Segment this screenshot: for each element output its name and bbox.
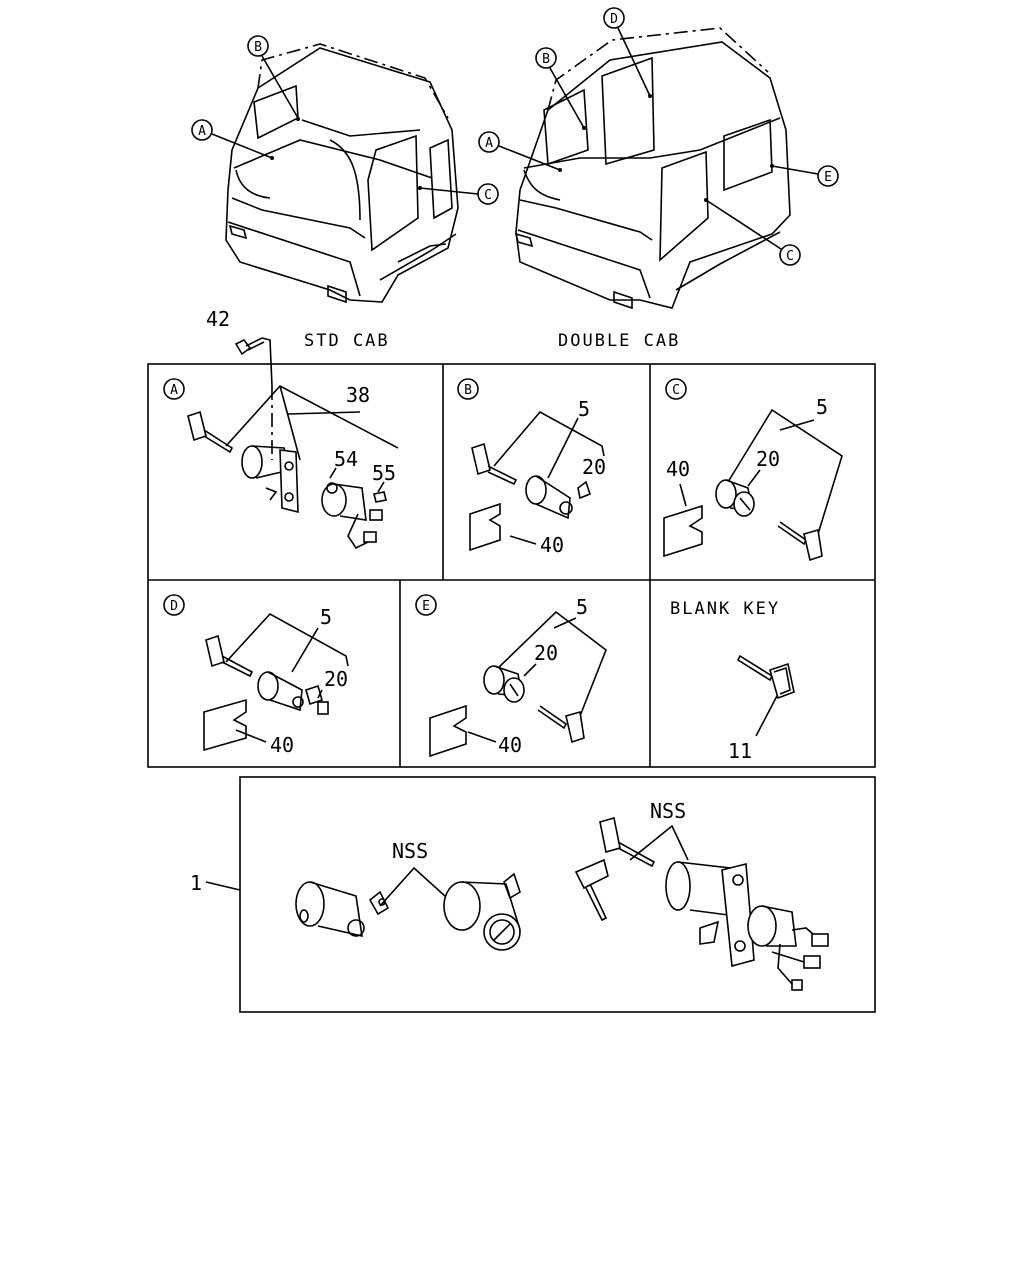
panel-a-label-55: 55 [372, 461, 396, 485]
kit-nss-left: NSS [392, 839, 428, 863]
std-callout-b: B [254, 40, 262, 55]
double-callout-b: B [542, 52, 550, 67]
bolt-42: 42 [206, 307, 273, 460]
bolt-label: 42 [206, 307, 230, 331]
std-cab-callouts: B A C [191, 35, 499, 205]
panel-b-letter: B [464, 383, 472, 398]
panel-blank-key: BLANK KEY 11 [670, 599, 795, 763]
panel-c-label-40: 40 [666, 457, 690, 481]
blank-key-label-11: 11 [728, 739, 752, 763]
panel-c-label-20: 20 [756, 447, 780, 471]
double-callout-a: A [485, 136, 493, 151]
panel-d-label-20: 20 [324, 667, 348, 691]
std-callout-a: A [198, 124, 206, 139]
std-cab-caption: STD CAB [304, 331, 390, 351]
panel-c-letter: C [672, 383, 680, 398]
double-cab-callouts: D B A E C [478, 7, 839, 266]
panel-d-letter: D [170, 599, 178, 614]
panel-a-letter: A [170, 383, 178, 398]
double-callout-e: E [824, 170, 832, 185]
kit-ref-label: 1 [190, 871, 202, 895]
panel-d: D 5 20 40 [163, 594, 349, 757]
panel-e-label-20: 20 [534, 641, 558, 665]
panel-b-label-40: 40 [540, 533, 564, 557]
double-cab-caption: DOUBLE CAB [558, 331, 680, 351]
panel-b: B 5 20 40 [457, 378, 606, 557]
panel-c: C 5 20 40 [663, 378, 843, 562]
panel-a: A 38 54 55 [163, 378, 399, 550]
std-cab-illustration [225, 43, 459, 304]
panel-grid [147, 363, 876, 768]
panel-a-label-54: 54 [334, 447, 358, 471]
double-callout-c: C [786, 249, 794, 264]
double-callout-d: D [610, 12, 618, 27]
panel-e-label-40: 40 [498, 733, 522, 757]
std-callout-c: C [484, 188, 492, 203]
panel-e-label-5: 5 [576, 595, 588, 619]
kit-box: 1 NSS NSS [190, 776, 876, 1013]
kit-nss-right: NSS [650, 799, 686, 823]
panel-a-label-38: 38 [346, 383, 370, 407]
panel-e-letter: E [422, 599, 430, 614]
blank-key-title: BLANK KEY [670, 599, 780, 619]
panel-b-label-5: 5 [578, 397, 590, 421]
panel-e: E 5 20 40 [415, 594, 607, 758]
panel-d-label-5: 5 [320, 605, 332, 629]
panel-d-label-40: 40 [270, 733, 294, 757]
panel-c-label-5: 5 [816, 395, 828, 419]
panel-b-label-20: 20 [582, 455, 606, 479]
